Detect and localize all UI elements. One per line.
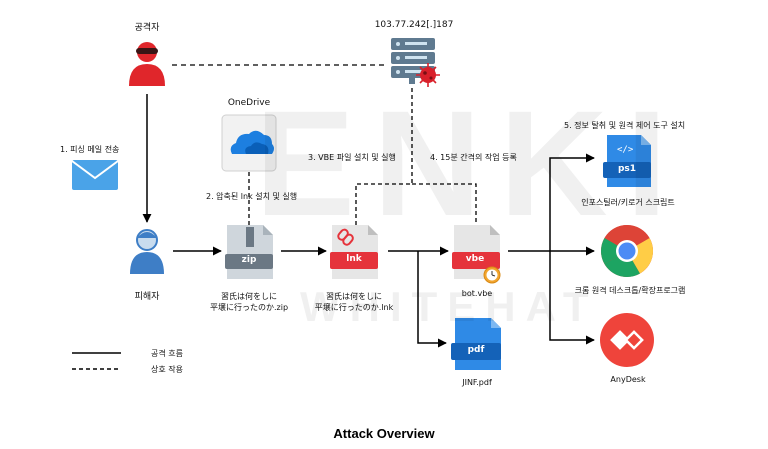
watermark-enki: ENKI (255, 79, 686, 247)
virus-icon (416, 63, 440, 87)
step-3-label: 3. VBE 파일 설치 및 실행 (308, 153, 396, 162)
chrome-name: 크롬 원격 데스크톱/확장프로그램 (574, 286, 686, 295)
step-2-label: 2. 압축된 lnk 설치 및 실행 (206, 192, 298, 201)
step-1-label: 1. 피싱 메일 전송 (60, 145, 120, 154)
attacker-icon (129, 42, 165, 86)
server-vbe-dashed-line (412, 183, 477, 226)
step-4-label: 4. 15분 간격의 작업 등록 (430, 153, 517, 162)
chrome-icon (601, 225, 653, 277)
zip-file-icon (225, 225, 273, 279)
step-5-label: 5. 정보 탈취 및 원격 제어 도구 설치 (564, 121, 686, 130)
lnk-pdf-arrow (417, 251, 447, 348)
code-icon: </> (617, 145, 634, 155)
victim-icon (130, 229, 164, 274)
vbe-name: bot.vbe (461, 289, 493, 298)
legend-dashed-label: 상호 작용 (151, 365, 183, 374)
lnk-name-line2: 平壌に行ったのか.lnk (314, 303, 394, 312)
lnk-name-line1: 習氏は何をしに (326, 292, 382, 301)
zip-name-line2: 平壌に行ったのか.zip (209, 303, 289, 312)
clock-icon (483, 266, 501, 284)
diagram-title: Attack Overview (333, 426, 435, 441)
victim-label: 피해자 (134, 292, 160, 302)
legend-solid-label: 공격 흐름 (151, 349, 183, 358)
link-icon (337, 228, 354, 246)
server-label: 103.77.242[.]187 (374, 20, 454, 30)
pdf-name: JINF.pdf (462, 378, 492, 387)
vbe-file-icon (452, 225, 500, 279)
vbe-ext-tag: vbe (465, 254, 485, 264)
attacker-label: 공격자 (134, 23, 160, 33)
anydesk-name: AnyDesk (610, 375, 646, 384)
mail-icon (71, 160, 119, 190)
onedrive-label: OneDrive (227, 98, 271, 108)
pdf-ext-tag: pdf (467, 345, 485, 355)
branch-anydesk-arrow (549, 251, 595, 345)
lnk-file-icon (330, 225, 378, 279)
ps1-name: 인포스틸러/키로거 스크립트 (581, 198, 675, 207)
onedrive-icon (221, 114, 277, 172)
branch-ps1-arrow (549, 153, 595, 251)
anydesk-icon (600, 313, 654, 367)
ps1-file-icon: </> (603, 135, 651, 187)
zip-ext-tag: zip (241, 255, 257, 265)
pdf-file-icon (451, 318, 501, 370)
lnk-ext-tag: lnk (346, 254, 362, 264)
watermark-whitehat: WHITEHAT (300, 283, 599, 330)
zip-name-line1: 習氏は何をしに (221, 292, 277, 301)
ps1-ext-tag: ps1 (617, 164, 637, 174)
